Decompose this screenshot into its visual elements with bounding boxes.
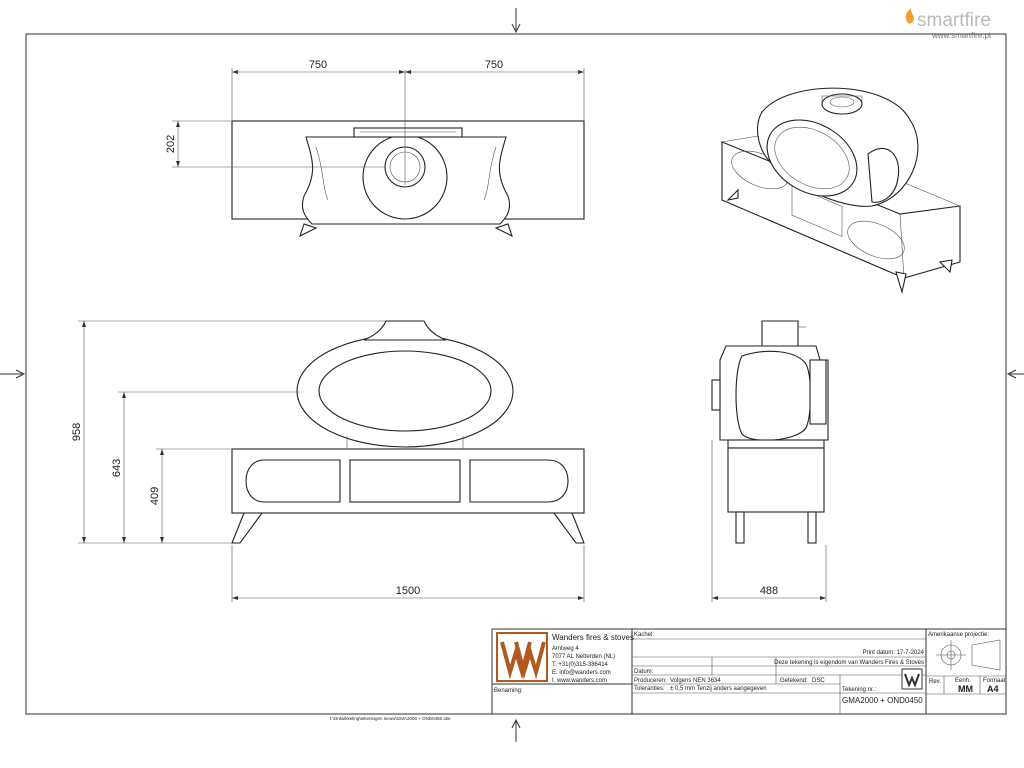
benaming-label: Benaming:	[494, 688, 523, 694]
centering-marks	[0, 8, 1024, 742]
dim-front-mid-height: 643	[111, 459, 123, 477]
formaat-label: Formaat	[983, 678, 1006, 684]
front-view	[231, 320, 585, 544]
dim-top-left-width: 750	[309, 59, 327, 71]
toleranties-value: ± 0,5 mm Tenzij anders aangegeven	[670, 686, 767, 692]
company-web: I. www.wanders.com	[552, 678, 607, 684]
formaat-value: A4	[987, 684, 999, 694]
company-phone: T. +31(0)315-386414	[552, 662, 609, 668]
top-view	[231, 70, 585, 238]
wanders-logo-icon	[496, 632, 548, 682]
title-block: Wanders fires & stoves Amtweg 4 7077 AL …	[491, 628, 1007, 715]
produceren-label: Produceren:	[634, 678, 667, 684]
small-wanders-icon	[901, 668, 923, 690]
dim-front-total-height: 958	[71, 423, 83, 441]
brand-url: www.smartfire.pt	[931, 31, 992, 40]
dim-top-right-width: 750	[485, 59, 503, 71]
flame-icon	[905, 8, 914, 24]
front-view-dimensions: 958 643 409 1500	[71, 320, 585, 602]
rev-label: Rev.	[929, 679, 941, 685]
company-address2: 7077 AL Netterden (NL)	[552, 654, 615, 660]
isometric-view	[721, 87, 961, 295]
company-address1: Amtweg 4	[552, 646, 579, 652]
side-view-dimensions: 488	[711, 440, 827, 602]
toleranties-label: Toleranties:	[634, 686, 665, 692]
brand-name: smartfire	[917, 10, 991, 31]
kachel-label: Kachel:	[634, 632, 654, 638]
brand-logo: smartfire www.smartfire.pt	[905, 8, 992, 40]
file-path: I:\Ontwikkeling\tekeningen nieuw\GMA2000…	[330, 716, 451, 721]
tekening-value: GMA2000 + OND0450	[842, 696, 923, 705]
projection-label: Amerikaanse projectie:	[928, 632, 989, 638]
side-view	[711, 320, 829, 544]
print-date: Print datum: 17-7-2024	[863, 650, 925, 656]
datum-label: Datum:	[634, 669, 654, 675]
projection-symbol-icon	[936, 639, 1001, 671]
eenh-value: MM	[958, 684, 973, 694]
getekend-value: DSC	[812, 678, 825, 684]
company-email: E. info@wanders.com	[552, 670, 611, 676]
top-view-dimensions: 750 750 202	[165, 59, 585, 168]
tekening-label: Tekening nr.:	[842, 687, 876, 693]
ownership-note: Deze tekening is eigendom van Wanders Fi…	[774, 660, 924, 666]
eenh-label: Eenh.	[955, 678, 971, 684]
dim-side-width: 488	[760, 585, 778, 597]
produceren-value: Volgens NEN 3634	[670, 678, 721, 684]
dim-top-depth: 202	[165, 135, 177, 153]
company-name: Wanders fires & stoves	[552, 633, 634, 642]
dim-front-width: 1500	[396, 585, 420, 597]
dim-front-base-height: 409	[149, 487, 161, 505]
getekend-label: Getekend:	[780, 678, 808, 684]
